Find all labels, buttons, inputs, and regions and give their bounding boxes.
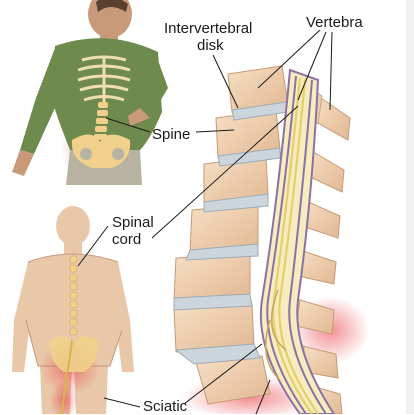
right-edge-strip <box>406 0 414 414</box>
spinal-cord-label-line2: cord <box>112 231 142 248</box>
intervertebral-disk-label-line1: Intervertebral <box>164 20 253 37</box>
vertebra-label: Vertebra <box>306 14 363 31</box>
sciatic-label: Sciatic <box>143 398 188 415</box>
standing-man-figure <box>12 0 168 185</box>
back-view-figure <box>12 206 134 414</box>
leader-lines <box>77 29 333 414</box>
spinal-cord-label-line1: Spinal <box>112 214 154 231</box>
spine-label: Spine <box>152 126 191 143</box>
intervertebral-disk-label-line2: disk <box>197 37 224 54</box>
lumbar-spine-cross-section <box>173 65 370 414</box>
